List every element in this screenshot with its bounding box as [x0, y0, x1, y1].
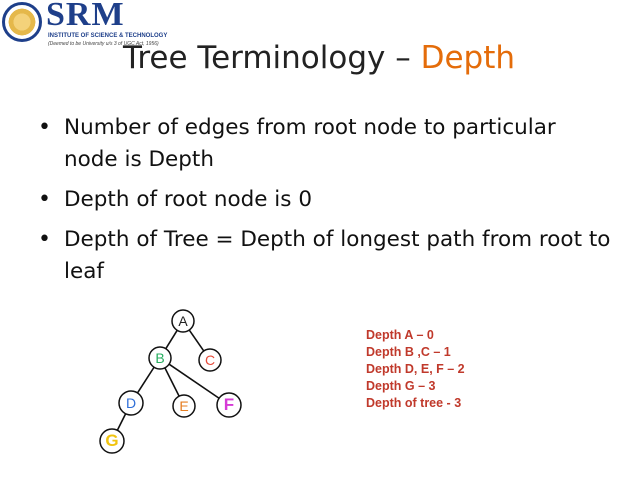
tree-edge-D-G: [116, 413, 127, 431]
tree-node-label-d: D: [126, 395, 136, 411]
tree-node-label-b: B: [155, 350, 164, 366]
depth-line: Depth A – 0: [366, 328, 434, 342]
tree-node-c: [198, 348, 222, 372]
srm-emblem-icon: [2, 2, 42, 42]
tree-node-a: [171, 309, 195, 333]
srm-logo: SRM INSTITUTE OF SCIENCE & TECHNOLOGY (D…: [2, 0, 167, 52]
tree-node-b: [148, 346, 172, 370]
tree-edge-A-B: [165, 329, 178, 350]
bullet-list: Number of edges from root node to partic…: [36, 112, 616, 296]
tree-node-label-c: C: [205, 352, 215, 368]
tree-node-label-e: E: [179, 398, 188, 414]
logo-name: SRM: [46, 0, 125, 33]
depth-line: Depth of tree - 3: [366, 396, 462, 410]
depth-line: Depth B ,C – 1: [366, 345, 451, 359]
tree-node-f: [216, 392, 242, 418]
tree-node-g: [99, 428, 125, 454]
tree-node-label-a: A: [178, 313, 188, 329]
title-accent: Depth: [420, 40, 516, 76]
tree-node-label-g: G: [105, 431, 118, 450]
logo-subtitle: INSTITUTE OF SCIENCE & TECHNOLOGY: [48, 33, 168, 39]
title-main: Tree Terminology –: [122, 40, 421, 76]
tree-node-d: [118, 390, 144, 416]
bullet-item: Number of edges from root node to partic…: [36, 112, 616, 176]
depth-list: Depth A – 0 Depth B ,C – 1 Depth D, E, F…: [366, 327, 465, 412]
tree-edge-B-D: [136, 366, 155, 394]
bullet-item: Depth of Tree = Depth of longest path fr…: [36, 224, 616, 288]
tree-edge-A-C: [188, 329, 205, 352]
slide-title: Tree Terminology – Depth: [0, 40, 638, 76]
tree-node-label-f: F: [224, 395, 234, 414]
tree-diagram: A B C D E F G: [99, 309, 242, 454]
tree-node-e: [172, 394, 196, 418]
logo-tagline: (Deemed to be University u/s 3 of UGC Ac…: [48, 41, 159, 47]
tree-edge-B-E: [164, 367, 180, 397]
bullet-item: Depth of root node is 0: [36, 184, 616, 216]
depth-line: Depth D, E, F – 2: [366, 362, 465, 376]
depth-line: Depth G – 3: [366, 379, 436, 393]
tree-edge-B-F: [168, 363, 220, 399]
